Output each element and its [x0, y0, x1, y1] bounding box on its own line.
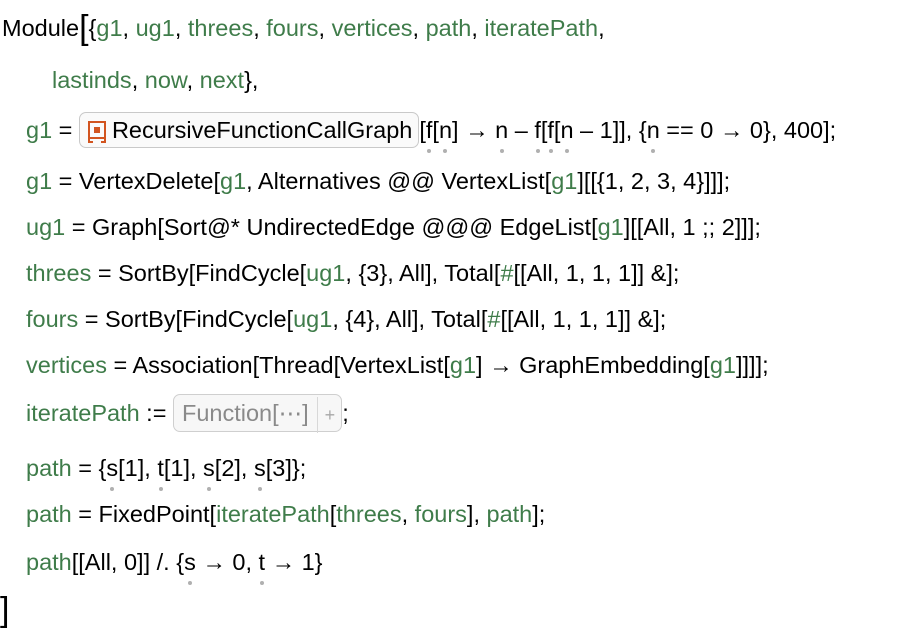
code-line-10: path = {s[1], t[1], s[2], s[3]}; [26, 451, 306, 491]
code-line-5: ug1 = Graph[Sort@* UndirectedEdge @@@ Ed… [26, 214, 761, 240]
function-summary-box[interactable]: Function[⋯]+ [172, 393, 343, 433]
code-line-8: vertices = Association[Thread[VertexList… [26, 352, 769, 378]
module-keyword: Module [2, 15, 80, 41]
resource-function-box[interactable]: RecursiveFunctionCallGraph [78, 111, 420, 148]
code-line-1: Module[{g1, ug1, threes, fours, vertices… [2, 9, 605, 47]
code-line-7: fours = SortBy[FindCycle[ug1, {4}, All],… [26, 306, 667, 332]
code-line-3: g1 = RecursiveFunctionCallGraph[f[n] → n… [26, 111, 836, 153]
code-line-6: threes = SortBy[FindCycle[ug1, {3}, All]… [26, 260, 680, 286]
code-line-11: path = FixedPoint[iteratePath[threes, fo… [26, 501, 546, 527]
ellipsis-icon: ⋯ [278, 399, 303, 426]
code-line-2: lastinds, now, next}, [52, 67, 259, 93]
resource-function-icon [87, 121, 106, 144]
code-line-13: ] [0, 590, 9, 627]
code-line-12: path[[All, 0]] /. {s → 0, t → 1} [26, 545, 323, 585]
expand-plus-icon[interactable]: + [316, 396, 335, 433]
resource-function-label: RecursiveFunctionCallGraph [111, 116, 413, 143]
code-line-4: g1 = VertexDelete[g1, Alternatives @@ Ve… [26, 168, 731, 194]
code-line-9: iteratePath := Function[⋯]+; [26, 393, 349, 433]
module-open-bracket: [ [79, 9, 89, 47]
module-close-bracket: ] [0, 591, 10, 629]
